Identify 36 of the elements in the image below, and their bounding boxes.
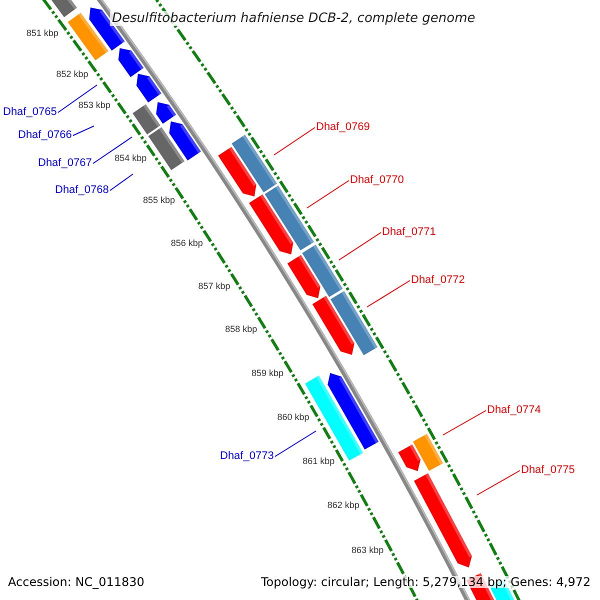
- gene-label: Dhaf_0767: [38, 158, 92, 168]
- scale-label: 854 kbp: [114, 154, 147, 163]
- scale-label: 857 kbp: [198, 282, 230, 291]
- leader-line: [92, 136, 132, 164]
- leader-line: [58, 84, 98, 113]
- scale-label: 860 kbp: [277, 412, 310, 422]
- gene-label: Dhaf_0769: [316, 122, 370, 132]
- gene-label: Dhaf_0768: [55, 184, 109, 196]
- leader-line: [306, 180, 350, 208]
- scale-label: 853 kbp: [78, 101, 110, 110]
- leader-line: [274, 430, 316, 457]
- scale-label: 851 kbp: [26, 28, 58, 38]
- gene-label: Dhaf_0774: [487, 404, 541, 416]
- leader-line: [274, 127, 316, 156]
- gene-label: Dhaf_0775: [521, 464, 575, 476]
- gene-label: Dhaf_0771: [382, 226, 436, 238]
- leader-line: [476, 470, 520, 496]
- gene-label: Dhaf_0772: [411, 274, 465, 286]
- leader-line: [442, 410, 486, 436]
- scale-label: 863 kbp: [352, 546, 384, 556]
- scale-label: 859 kbp: [251, 368, 284, 378]
- scale-label: 858 kbp: [225, 324, 258, 334]
- gene-label: Dhaf_0770: [350, 174, 404, 186]
- scale-label: 861 kbp: [302, 456, 335, 466]
- leader-line: [338, 232, 382, 260]
- scale-label: 856 kbp: [170, 238, 203, 248]
- gene-label: Dhaf_0766: [18, 130, 72, 140]
- scale-label: 855 kbp: [142, 196, 176, 205]
- leader-line: [366, 280, 410, 308]
- scale-label: 862 kbp: [327, 501, 360, 510]
- leader-line: [72, 126, 94, 136]
- gene-label: Dhaf_0773: [220, 450, 274, 462]
- accession-label: Accession: NC_011830: [8, 576, 144, 588]
- gene-label: Dhaf_0765: [3, 106, 57, 118]
- scale-label: 852 kbp: [56, 70, 88, 79]
- leader-line: [110, 174, 134, 191]
